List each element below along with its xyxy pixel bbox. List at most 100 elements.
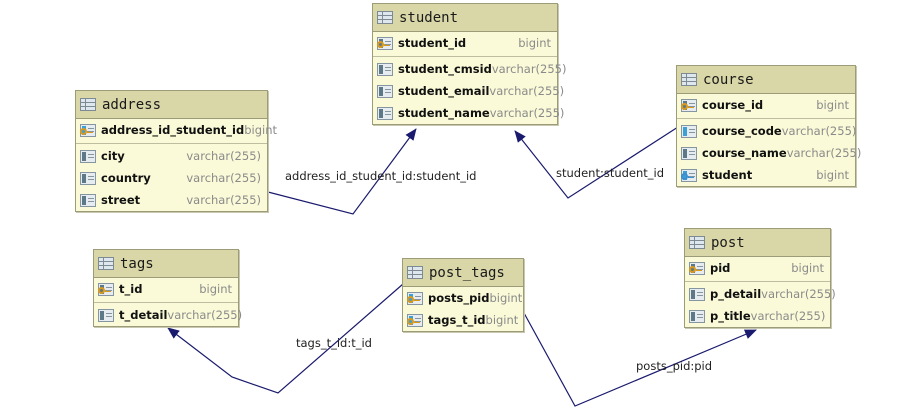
edge-post-tags-post[interactable] (523, 312, 757, 407)
column-icon (377, 106, 393, 120)
column-type: varchar(255) (761, 287, 836, 301)
entity-header[interactable]: post (685, 229, 830, 257)
primary-key-icon (681, 98, 697, 112)
column-icon (80, 171, 96, 185)
column-type: varchar(255) (786, 146, 862, 160)
entity-name: tags (120, 255, 154, 272)
column-row[interactable]: p_detail varchar(255) (685, 281, 836, 305)
column-type: bigint (199, 282, 232, 296)
column-name: posts_pid (428, 291, 490, 305)
table-icon (377, 11, 393, 24)
column-type: varchar(255) (781, 124, 857, 138)
entity-course[interactable]: course course_id bigint course_code varc… (676, 65, 861, 187)
column-icon (681, 146, 697, 160)
foreign-key-icon (681, 168, 697, 182)
column-type: varchar(255) (186, 171, 261, 185)
column-type: bigint (489, 291, 523, 305)
column-row[interactable]: p_title varchar(255) (685, 305, 830, 327)
entity-post[interactable]: post pid bigint p_detail varchar(255) p_… (684, 228, 836, 328)
column-icon (377, 84, 393, 98)
primary-foreign-key-icon (407, 291, 423, 305)
column-name: p_title (710, 309, 751, 323)
column-icon (689, 287, 705, 301)
column-name: student_email (398, 84, 490, 98)
column-name: student (702, 168, 753, 182)
table-icon (80, 98, 96, 111)
column-row[interactable]: student_email varchar(255) (373, 80, 564, 102)
column-type: varchar(255) (186, 193, 261, 207)
primary-key-icon (689, 261, 705, 275)
primary-key-icon (377, 36, 393, 50)
column-name: p_detail (710, 287, 762, 301)
table-icon (681, 73, 697, 86)
column-name: address_id_student_id (101, 123, 245, 137)
column-name: street (101, 193, 141, 207)
column-name: course_code (702, 124, 782, 138)
column-type: bigint (816, 168, 849, 182)
column-row[interactable]: t_detail varchar(255) (94, 302, 242, 326)
column-row[interactable]: posts_pid bigint (403, 287, 523, 309)
column-row[interactable]: tags_t_id bigint (403, 309, 523, 331)
edge-address-student[interactable] (267, 128, 417, 215)
column-name: student_cmsid (398, 62, 492, 76)
column-type: bigint (518, 36, 551, 50)
column-row[interactable]: student_cmsid varchar(255) (373, 56, 566, 80)
column-type: varchar(255) (491, 62, 567, 76)
entity-name: post_tags (429, 264, 505, 281)
edge-course-student[interactable] (514, 126, 679, 199)
table-icon (689, 236, 705, 249)
entity-address[interactable]: address address_id_student_id bigint cit… (75, 90, 277, 212)
column-row[interactable]: course_id bigint (677, 94, 855, 116)
table-icon (98, 257, 114, 270)
column-type: varchar(255) (167, 308, 243, 322)
column-icon (98, 308, 114, 322)
edge-label-post-tags-tags: tags_t_id:t_id (296, 336, 372, 350)
entity-header[interactable]: tags (94, 250, 238, 278)
column-row[interactable]: city varchar(255) (76, 143, 267, 167)
entity-tags[interactable]: tags t_id bigint t_detail varchar(255) (93, 249, 242, 327)
column-name: student_name (398, 106, 490, 120)
entity-name: address (102, 96, 162, 113)
column-row[interactable]: student_id bigint (373, 32, 557, 54)
column-type: bigint (816, 98, 849, 112)
column-row[interactable]: address_id_student_id bigint (76, 119, 277, 141)
column-row[interactable]: student_name varchar(255) (373, 102, 564, 124)
column-type: varchar(255) (489, 84, 565, 98)
edge-label-post-tags-post: posts_pid:pid (636, 359, 713, 373)
entity-header[interactable]: post_tags (403, 259, 523, 287)
column-type: bigint (791, 261, 824, 275)
entity-post-tags[interactable]: post_tags posts_pid bigint tags_t_id big… (402, 258, 524, 332)
column-type: bigint (244, 123, 278, 137)
unique-column-icon (681, 124, 697, 138)
column-type: varchar(255) (489, 106, 565, 120)
column-row[interactable]: course_code varchar(255) (677, 118, 857, 142)
edge-post-tags-tags[interactable] (167, 283, 404, 394)
column-row[interactable]: student bigint (677, 164, 855, 186)
column-type: varchar(255) (186, 149, 261, 163)
column-icon (80, 193, 96, 207)
entity-header[interactable]: student (373, 4, 557, 32)
column-row[interactable]: street varchar(255) (76, 189, 267, 211)
entity-name: post (711, 234, 745, 251)
column-type: bigint (485, 313, 519, 327)
column-icon (377, 62, 393, 76)
column-type: varchar(255) (750, 309, 826, 323)
column-icon (689, 309, 705, 323)
column-name: tags_t_id (428, 313, 486, 327)
column-name: course_name (702, 146, 787, 160)
column-row[interactable]: t_id bigint (94, 278, 238, 300)
column-row[interactable]: pid bigint (685, 257, 830, 279)
column-name: country (101, 171, 151, 185)
entity-name: course (703, 71, 754, 88)
column-row[interactable]: country varchar(255) (76, 167, 267, 189)
column-name: t_detail (119, 308, 168, 322)
table-icon (407, 266, 423, 279)
column-name: t_id (119, 282, 143, 296)
primary-foreign-key-icon (80, 123, 96, 137)
column-name: city (101, 149, 125, 163)
entity-header[interactable]: course (677, 66, 855, 94)
column-row[interactable]: course_name varchar(255) (677, 142, 861, 164)
entity-header[interactable]: address (76, 91, 267, 119)
entity-student[interactable]: student student_id bigint student_cmsid … (372, 3, 566, 125)
